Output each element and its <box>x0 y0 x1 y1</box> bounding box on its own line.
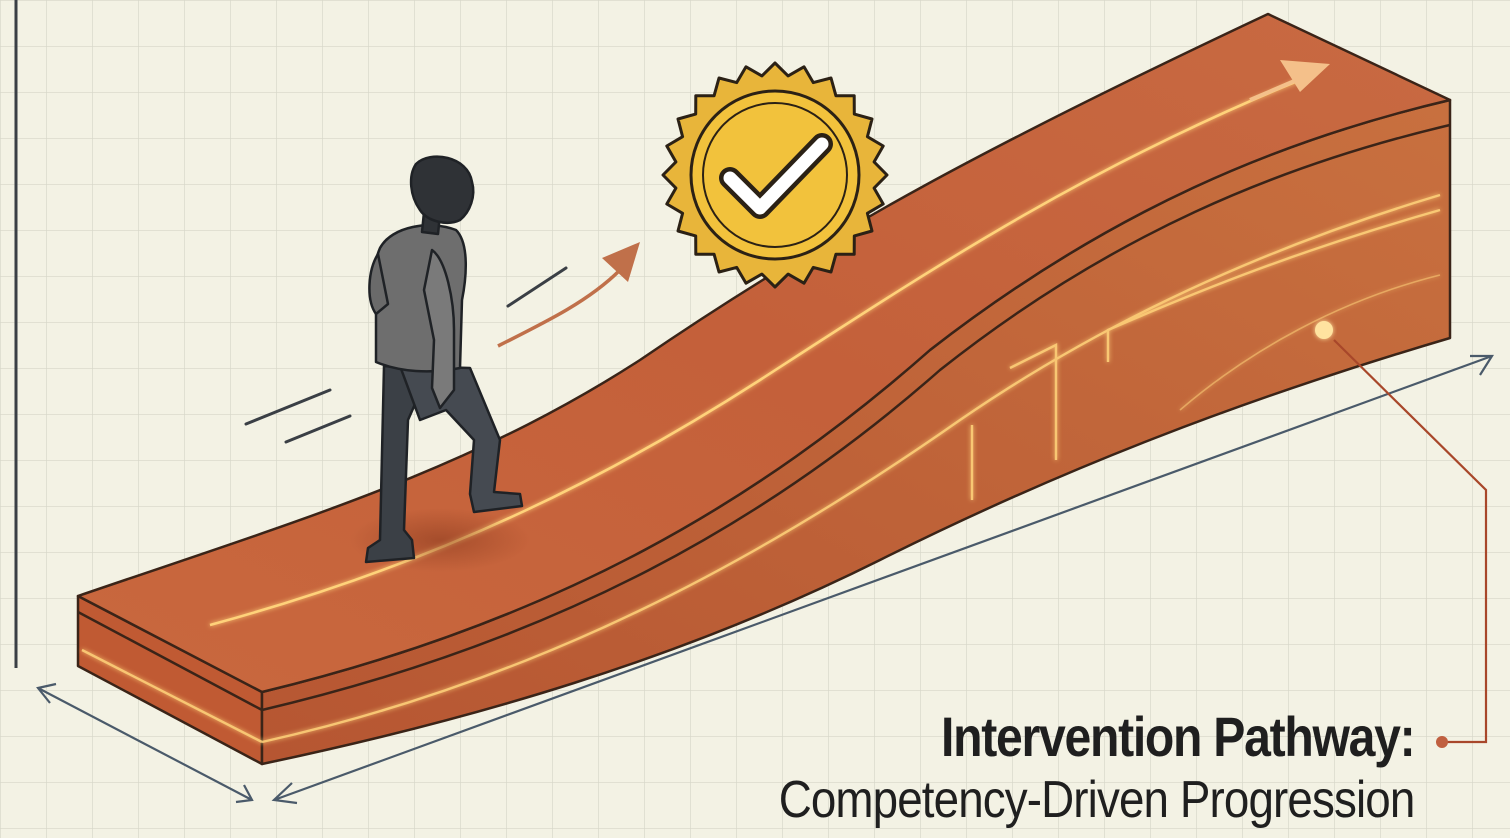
checkmark-seal-icon <box>661 61 889 289</box>
walking-person-icon <box>364 155 524 564</box>
circuit-glow-lines <box>81 193 1441 744</box>
caption-title: Intervention Pathway: <box>940 705 1416 768</box>
motion-arrow-icon <box>497 242 640 348</box>
pathway-node-dot <box>1315 321 1333 339</box>
motion-lines <box>244 266 568 444</box>
length-dimension-arrow <box>271 354 1494 805</box>
depth-dimension-arrow <box>36 682 254 804</box>
ramp-layer-line <box>261 123 1451 712</box>
callout-dot <box>1436 736 1448 748</box>
caption-subtitle: Competency-Driven Progression <box>778 771 1415 829</box>
callout-leader-line <box>1333 339 1488 744</box>
figure-shadow <box>350 508 530 572</box>
direction-arrow-icon <box>1249 60 1330 102</box>
